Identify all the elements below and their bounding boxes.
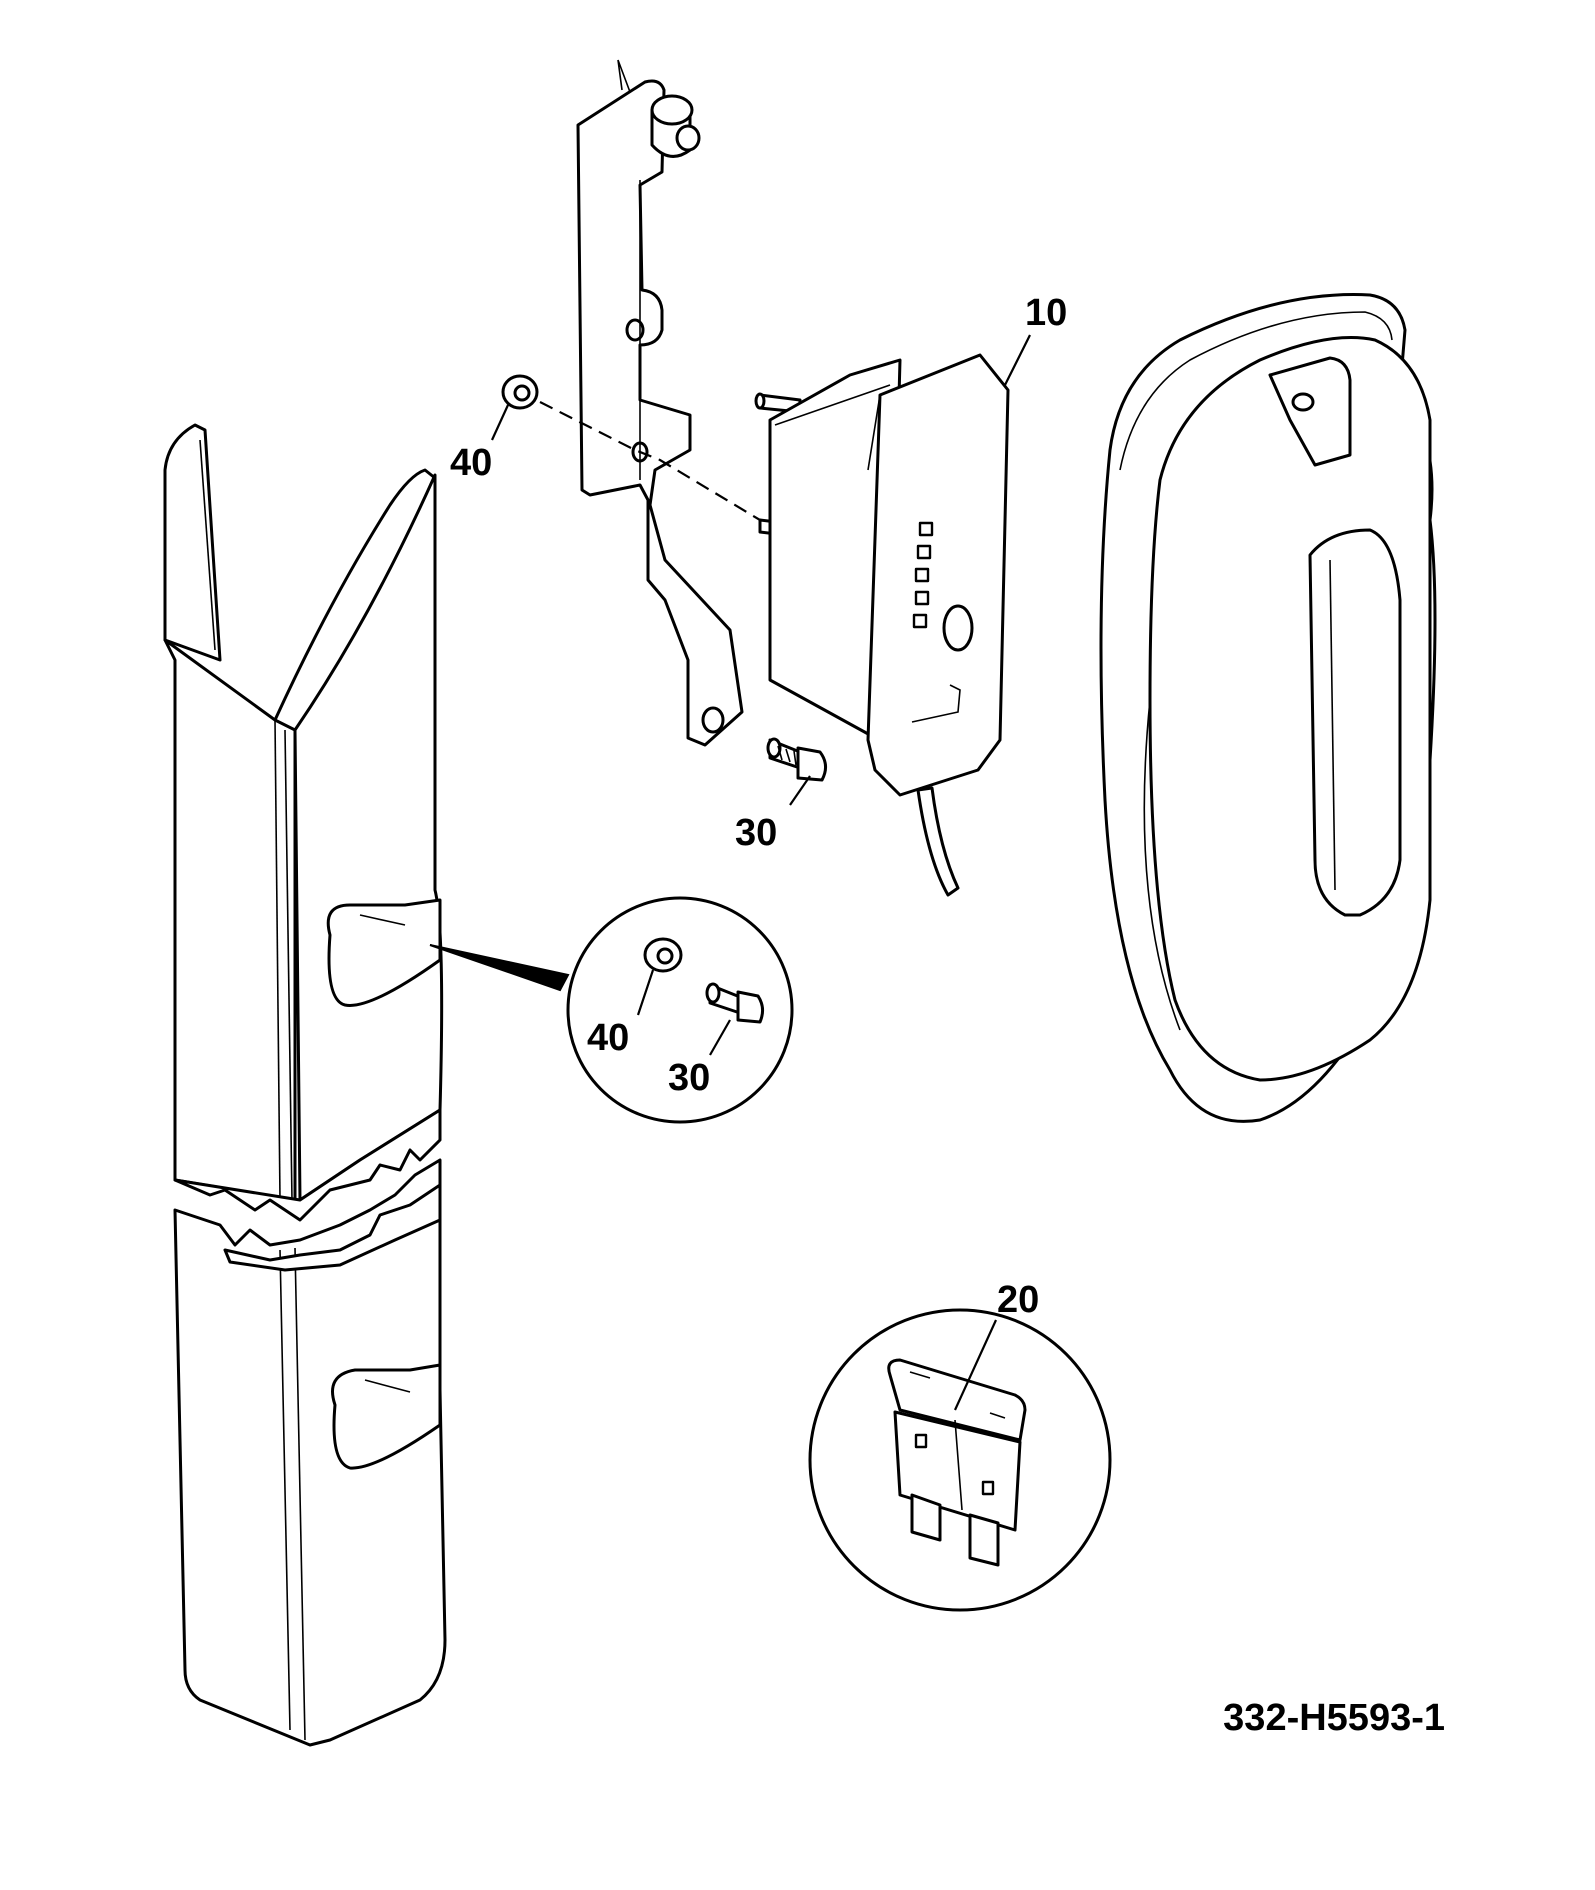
detail-circle-fuse — [808, 1308, 1112, 1612]
mast-section — [163, 423, 447, 1747]
alarm-module — [754, 353, 1010, 897]
washer-upper — [501, 374, 539, 410]
callout-40-upper: 40 — [450, 442, 492, 484]
leader-lines — [490, 334, 1031, 1411]
callout-30-detail: 30 — [668, 1057, 710, 1099]
callout-20: 20 — [997, 1279, 1039, 1321]
bolt-upper — [766, 737, 827, 782]
mounting-bracket — [576, 59, 744, 747]
callout-30-upper: 30 — [735, 812, 777, 854]
handle-cover — [1099, 293, 1437, 1123]
callout-10: 10 — [1025, 292, 1067, 334]
figure-id: 332-H5593-1 — [1223, 1697, 1445, 1739]
detail-circle-hardware — [429, 896, 794, 1124]
assembly-centerline — [539, 401, 761, 521]
callout-40-detail: 40 — [587, 1017, 629, 1059]
